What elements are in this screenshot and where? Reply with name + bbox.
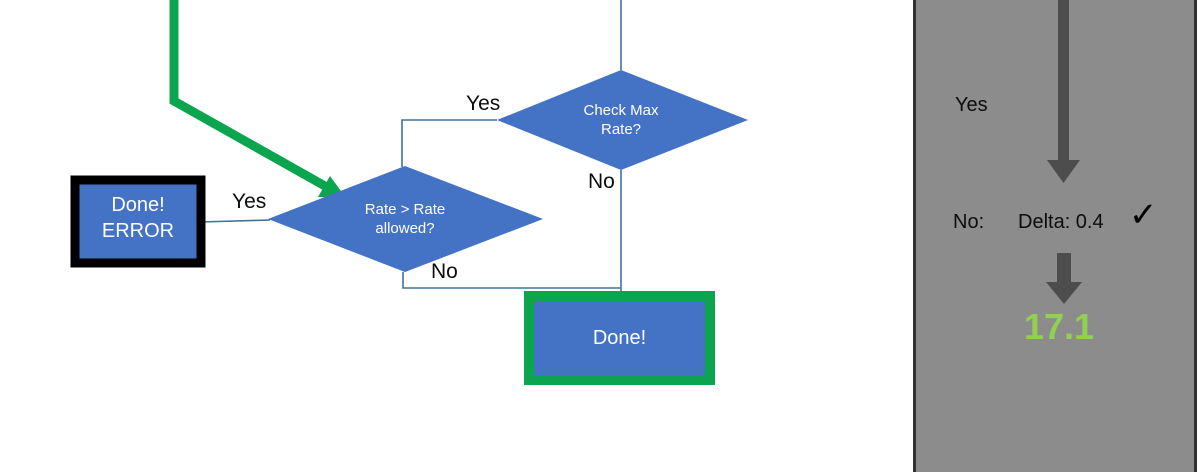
edge-label-yes-from-check-max: Yes xyxy=(466,92,501,115)
panel-result-value: 17.1 xyxy=(1024,306,1095,347)
box-done[interactable] xyxy=(524,291,715,385)
panel-delta-label: Delta: 0.4 xyxy=(1018,211,1104,233)
down-arrow-long xyxy=(1047,0,1080,183)
check-icon: ✓ xyxy=(1129,196,1158,234)
green-flow-arrow xyxy=(169,0,335,194)
panel-yes-label: Yes xyxy=(955,94,988,116)
down-arrow-short xyxy=(1046,253,1082,304)
decision-rate-gt-rate-allowed[interactable] xyxy=(268,166,543,272)
decision-check-max-rate[interactable] xyxy=(497,70,748,170)
box-done-label: Done! xyxy=(592,327,647,349)
box-done-error[interactable] xyxy=(70,175,206,268)
panel-arrows xyxy=(1046,0,1082,304)
result-panel: Yes No: Delta: 0.4 ✓ 17.1 xyxy=(913,0,1197,472)
edge-label-no-from-check-max: No xyxy=(588,170,615,193)
connector-rate-allowed-yes-to-done-error xyxy=(199,219,271,223)
edge-label-no-from-rate-allowed: No xyxy=(431,260,458,283)
box-done-error-label: Done! ERROR xyxy=(101,194,175,243)
connector-rate-allowed-no-to-done xyxy=(402,272,621,289)
edge-label-yes-to-done-error: Yes xyxy=(232,190,267,213)
connector-check-max-yes-to-rate-allowed xyxy=(401,119,497,167)
panel-no-label: No: xyxy=(953,211,985,233)
